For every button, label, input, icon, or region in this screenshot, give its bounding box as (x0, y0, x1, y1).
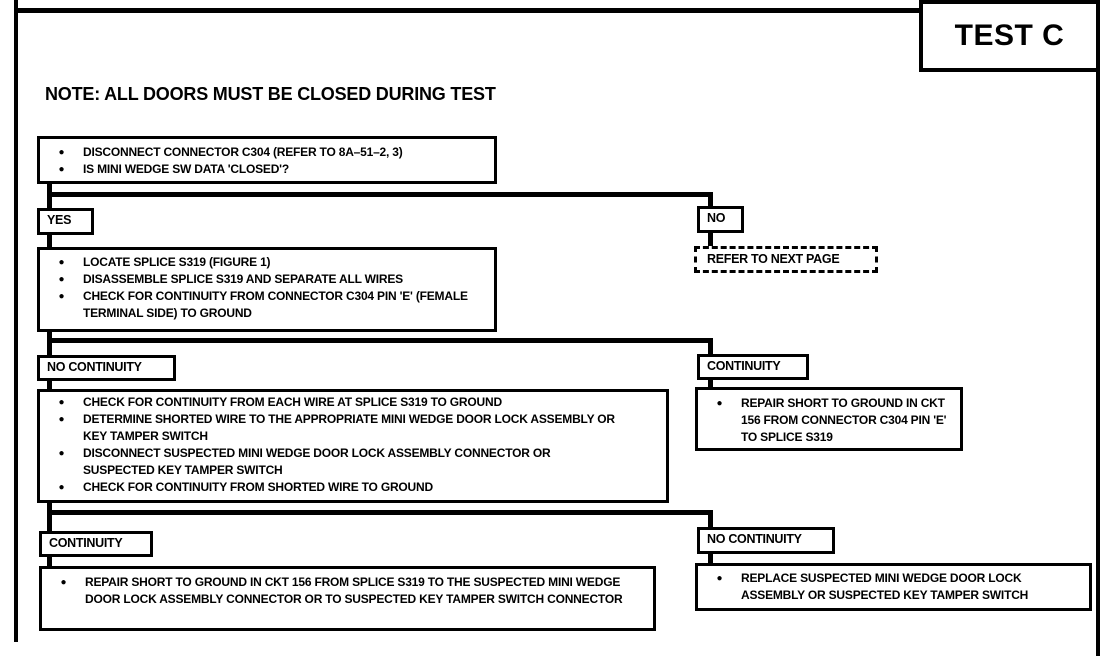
connector-step2-down (47, 330, 52, 342)
bullet-text: REPLACE SUSPECTED MINI WEDGE DOOR LOCK A… (741, 571, 1029, 602)
bullet-icon: ● (716, 573, 723, 584)
bullet-item: ● CHECK FOR CONTINUITY FROM SHORTED WIRE… (40, 479, 620, 496)
bullet-icon: ● (58, 448, 65, 459)
action-replace-assembly-box: ● REPLACE SUSPECTED MINI WEDGE DOOR LOCK… (695, 563, 1092, 611)
bullet-icon: ● (60, 577, 67, 588)
branch3-no-continuity-label: NO CONTINUITY (697, 527, 835, 554)
connector-branch3-to-continuity (47, 513, 52, 533)
bullet-list: ● LOCATE SPLICE S319 (FIGURE 1) ● DISASS… (40, 250, 494, 325)
step1-disconnect-connector-box: ● DISCONNECT CONNECTOR C304 (REFER TO 8A… (37, 136, 497, 184)
bullet-item: ● DISCONNECT SUSPECTED MINI WEDGE DOOR L… (40, 445, 620, 479)
bullet-icon: ● (58, 164, 65, 175)
connector-step1-down (47, 182, 52, 196)
connector-branch2-horizontal (47, 338, 713, 343)
action-repair-short-splice-box: ● REPAIR SHORT TO GROUND IN CKT 156 FROM… (39, 566, 656, 631)
connector-nocontinuity-to-replace (708, 552, 713, 565)
connector-continuity-to-repairleft (47, 555, 52, 568)
bullet-item: ● CHECK FOR CONTINUITY FROM EACH WIRE AT… (40, 394, 620, 411)
step3-check-wires-box: ● CHECK FOR CONTINUITY FROM EACH WIRE AT… (37, 389, 669, 503)
bullet-text: REPAIR SHORT TO GROUND IN CKT 156 FROM C… (741, 396, 947, 444)
bullet-item: ● REPLACE SUSPECTED MINI WEDGE DOOR LOCK… (698, 570, 1075, 604)
bullet-icon: ● (716, 398, 723, 409)
branch2-no-continuity-label: NO CONTINUITY (37, 355, 176, 381)
branch2-continuity-label: CONTINUITY (697, 354, 809, 380)
bullet-item: ● LOCATE SPLICE S319 (FIGURE 1) (40, 254, 486, 271)
connector-branch2-to-nocontinuity (47, 341, 52, 357)
bullet-item: ● DETERMINE SHORTED WIRE TO THE APPROPRI… (40, 411, 620, 445)
connector-continuity-to-repair (708, 378, 713, 389)
bullet-text: CHECK FOR CONTINUITY FROM EACH WIRE AT S… (83, 395, 502, 409)
note-heading: NOTE: ALL DOORS MUST BE CLOSED DURING TE… (45, 84, 496, 104)
bullet-text: DISASSEMBLE SPLICE S319 AND SEPARATE ALL… (83, 272, 403, 286)
branch1-no-label: NO (697, 206, 744, 233)
bullet-list: ● REPAIR SHORT TO GROUND IN CKT 156 FROM… (698, 390, 960, 449)
bullet-text: DISCONNECT SUSPECTED MINI WEDGE DOOR LOC… (83, 446, 551, 477)
page-border-right (1096, 66, 1100, 656)
branch1-yes-label: YES (37, 208, 94, 235)
bullet-text: DISCONNECT CONNECTOR C304 (REFER TO 8A–5… (83, 145, 403, 159)
connector-nocontinuity-to-step3 (47, 379, 52, 391)
bullet-text: CHECK FOR CONTINUITY FROM SHORTED WIRE T… (83, 480, 433, 494)
bullet-item: ● IS MINI WEDGE SW DATA 'CLOSED'? (40, 161, 486, 178)
connector-branch1-horizontal (47, 192, 713, 197)
step2-locate-splice-box: ● LOCATE SPLICE S319 (FIGURE 1) ● DISASS… (37, 247, 497, 332)
bullet-text: REPAIR SHORT TO GROUND IN CKT 156 FROM S… (85, 575, 623, 606)
bullet-icon: ● (58, 257, 65, 268)
bullet-icon: ● (58, 274, 65, 285)
connector-yes-to-step2 (47, 233, 52, 250)
action-repair-short-connector-box: ● REPAIR SHORT TO GROUND IN CKT 156 FROM… (695, 387, 963, 451)
bullet-list: ● CHECK FOR CONTINUITY FROM EACH WIRE AT… (40, 392, 666, 499)
bullet-icon: ● (58, 147, 65, 158)
test-title: TEST C (954, 19, 1065, 52)
bullet-item: ● DISCONNECT CONNECTOR C304 (REFER TO 8A… (40, 144, 486, 161)
bullet-icon: ● (58, 397, 65, 408)
bullet-item: ● CHECK FOR CONTINUITY FROM CONNECTOR C3… (40, 288, 486, 322)
bullet-item: ● DISASSEMBLE SPLICE S319 AND SEPARATE A… (40, 271, 486, 288)
connector-branch2-to-continuity (708, 341, 713, 356)
bullet-text: IS MINI WEDGE SW DATA 'CLOSED'? (83, 162, 289, 176)
bullet-text: DETERMINE SHORTED WIRE TO THE APPROPRIAT… (83, 412, 615, 443)
bullet-item: ● REPAIR SHORT TO GROUND IN CKT 156 FROM… (698, 395, 948, 446)
test-title-box: TEST C (919, 0, 1100, 72)
connector-no-to-refer (708, 231, 713, 248)
refer-next-page-box: REFER TO NEXT PAGE (694, 246, 878, 273)
bullet-list: ● DISCONNECT CONNECTOR C304 (REFER TO 8A… (40, 139, 494, 181)
connector-branch3-to-nocontinuity (708, 513, 713, 529)
connector-step3-down (47, 501, 52, 513)
bullet-list: ● REPLACE SUSPECTED MINI WEDGE DOOR LOCK… (698, 566, 1089, 607)
connector-branch1-to-yes (47, 195, 52, 211)
bullet-text: CHECK FOR CONTINUITY FROM CONNECTOR C304… (83, 289, 468, 320)
bullet-icon: ● (58, 291, 65, 302)
branch3-continuity-label: CONTINUITY (39, 531, 153, 557)
bullet-list: ● REPAIR SHORT TO GROUND IN CKT 156 FROM… (42, 569, 653, 611)
page-border-left (14, 0, 18, 642)
connector-branch3-horizontal (47, 510, 713, 515)
bullet-icon: ● (58, 414, 65, 425)
connector-branch1-to-no (708, 195, 713, 209)
bullet-icon: ● (58, 482, 65, 493)
page-border-top (14, 8, 921, 13)
bullet-item: ● REPAIR SHORT TO GROUND IN CKT 156 FROM… (42, 574, 641, 608)
bullet-text: LOCATE SPLICE S319 (FIGURE 1) (83, 255, 271, 269)
